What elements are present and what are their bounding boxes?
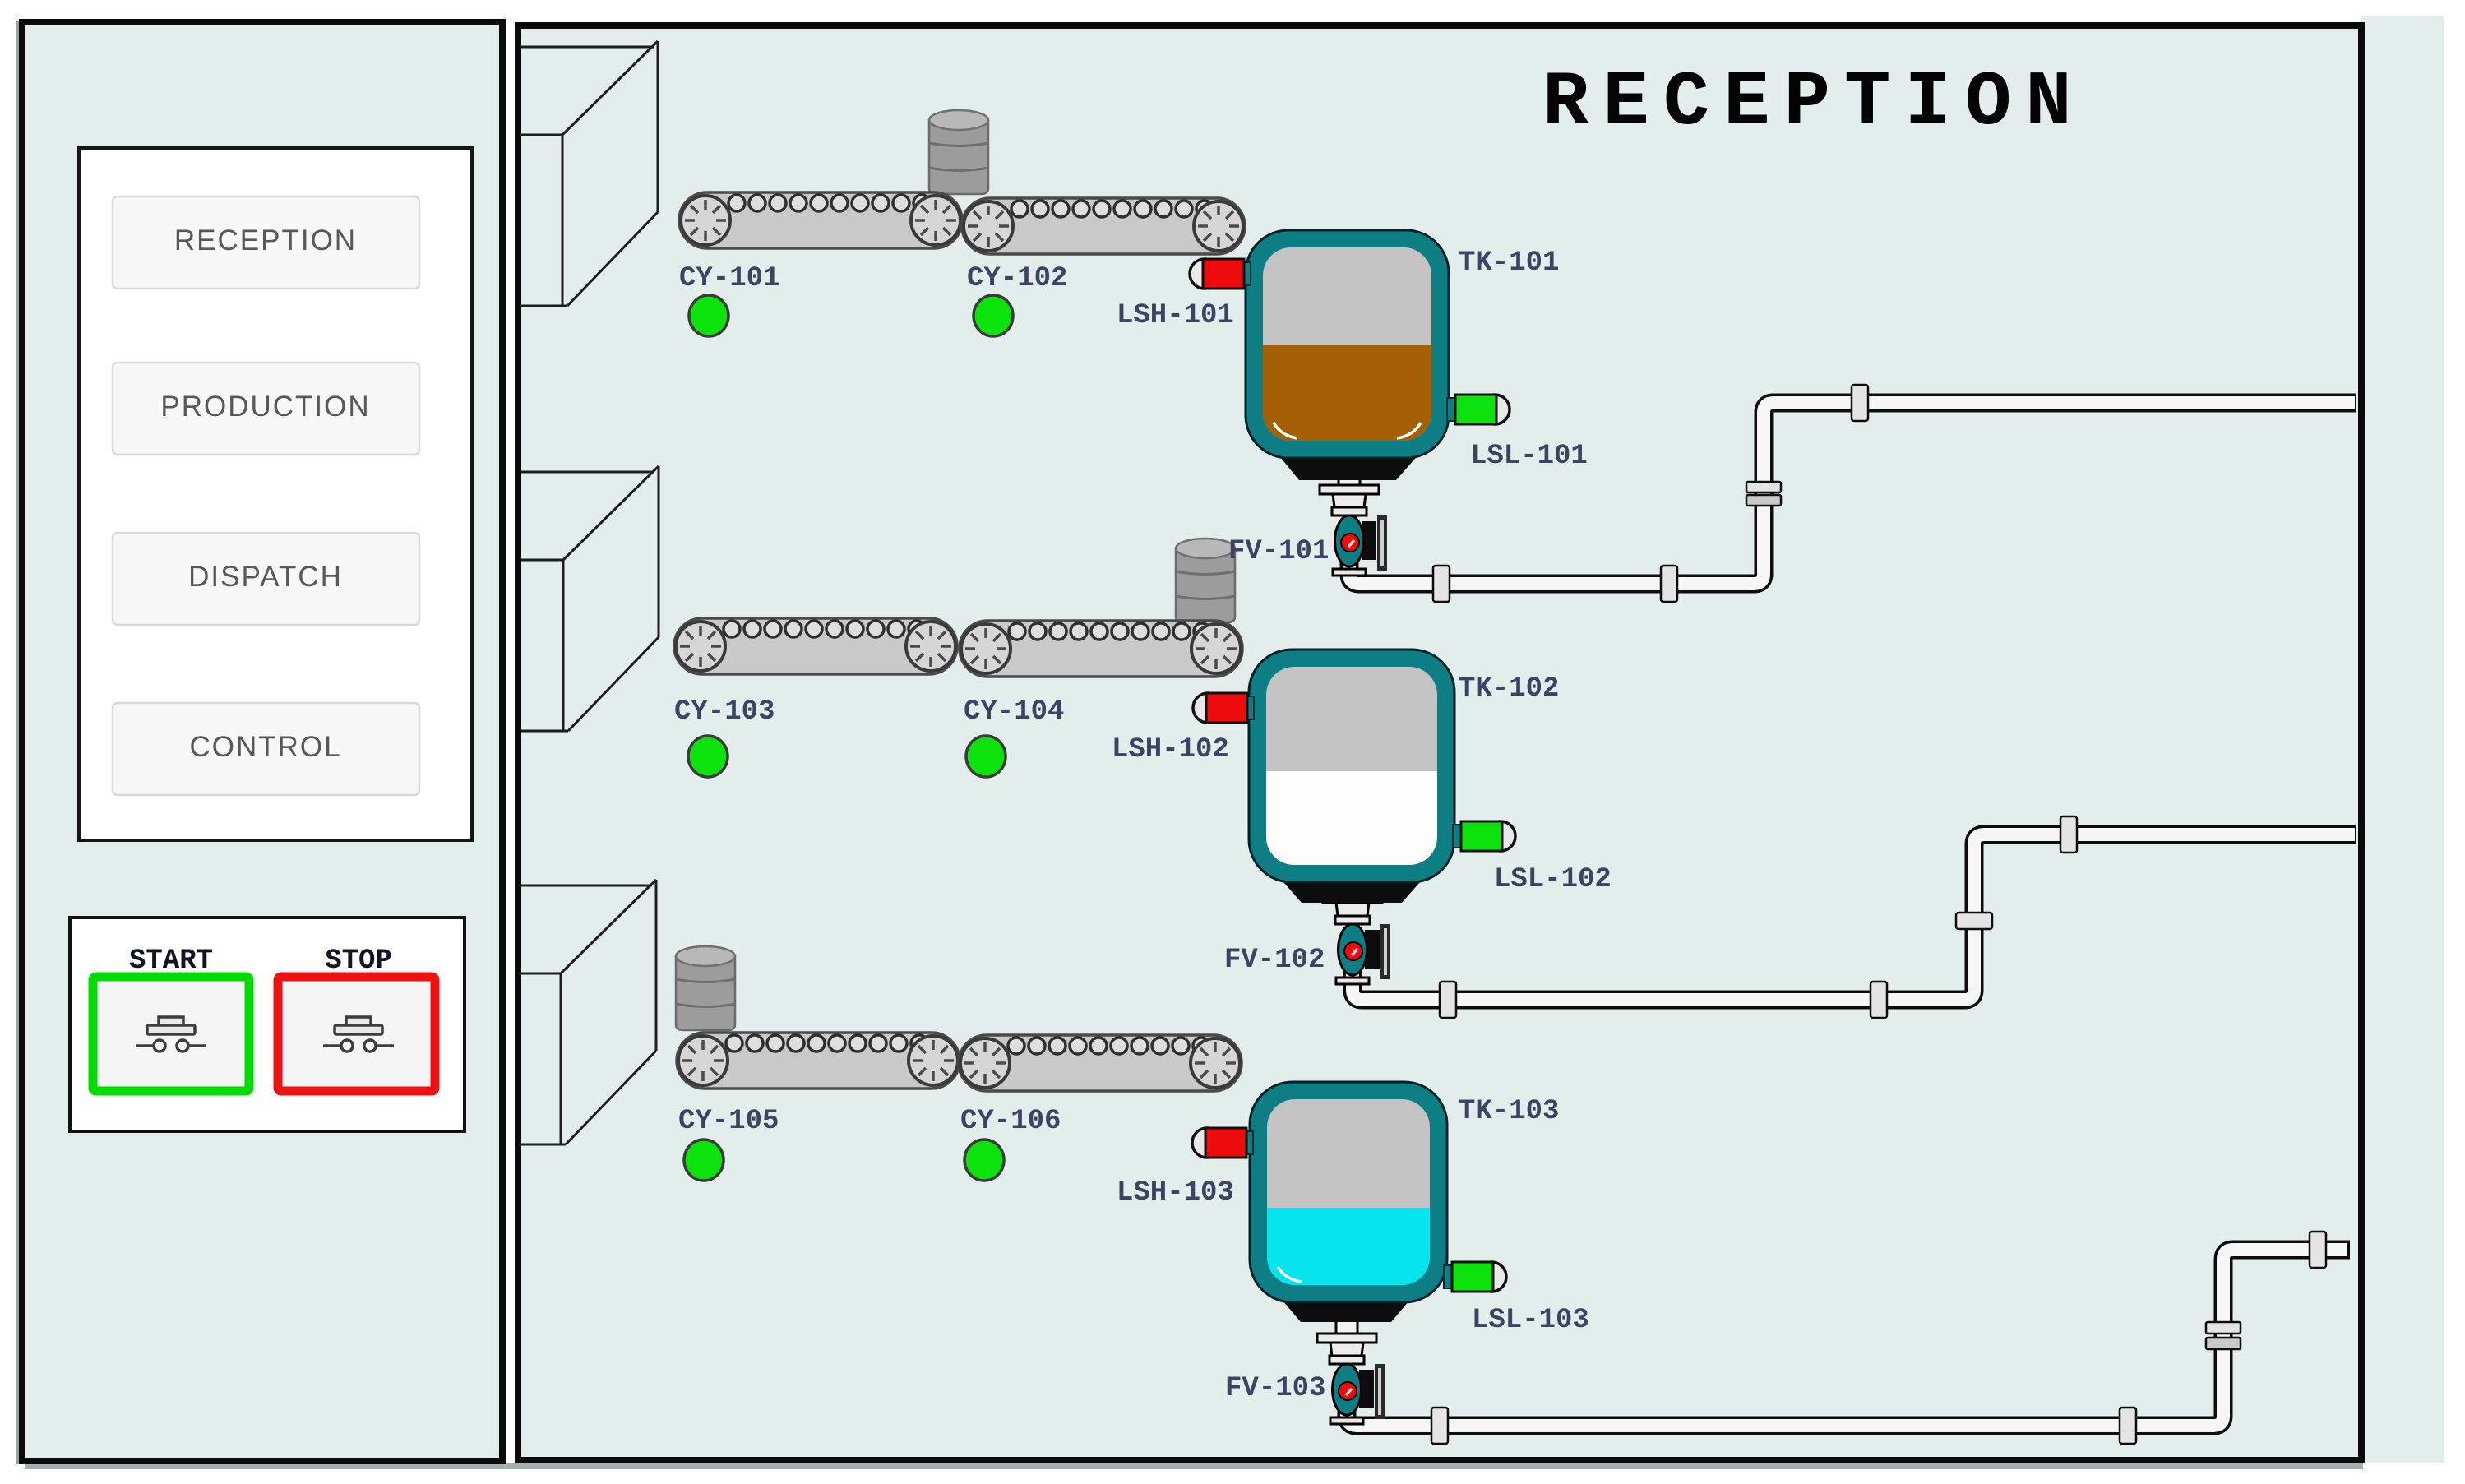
svg-text:FV-103: FV-103 [1225,1373,1325,1404]
svg-text:LSL-101: LSL-101 [1470,441,1588,472]
svg-text:CY-103: CY-103 [674,696,775,728]
svg-text:CY-105: CY-105 [678,1106,779,1137]
svg-text:FV-101: FV-101 [1228,536,1329,567]
svg-text:CY-104: CY-104 [964,696,1064,728]
svg-text:TK-102: TK-102 [1459,673,1559,705]
svg-text:RECEPTION: RECEPTION [1542,60,2086,147]
svg-text:DISPATCH: DISPATCH [188,561,343,593]
svg-text:START: START [129,945,213,977]
svg-text:RECEPTION: RECEPTION [174,224,357,257]
svg-text:LSH-101: LSH-101 [1117,300,1234,331]
svg-text:CY-101: CY-101 [679,263,779,294]
svg-text:TK-101: TK-101 [1459,247,1559,279]
svg-text:STOP: STOP [325,945,392,977]
svg-text:LSH-103: LSH-103 [1117,1177,1234,1209]
svg-text:LSH-102: LSH-102 [1112,734,1229,765]
svg-text:FV-102: FV-102 [1224,945,1325,976]
svg-text:CY-106: CY-106 [960,1106,1061,1137]
svg-text:LSL-102: LSL-102 [1494,864,1612,895]
svg-text:PRODUCTION: PRODUCTION [160,391,370,423]
svg-text:CONTROL: CONTROL [189,731,341,763]
svg-text:LSL-103: LSL-103 [1472,1305,1589,1336]
svg-text:TK-103: TK-103 [1459,1096,1559,1127]
svg-text:CY-102: CY-102 [967,263,1067,294]
